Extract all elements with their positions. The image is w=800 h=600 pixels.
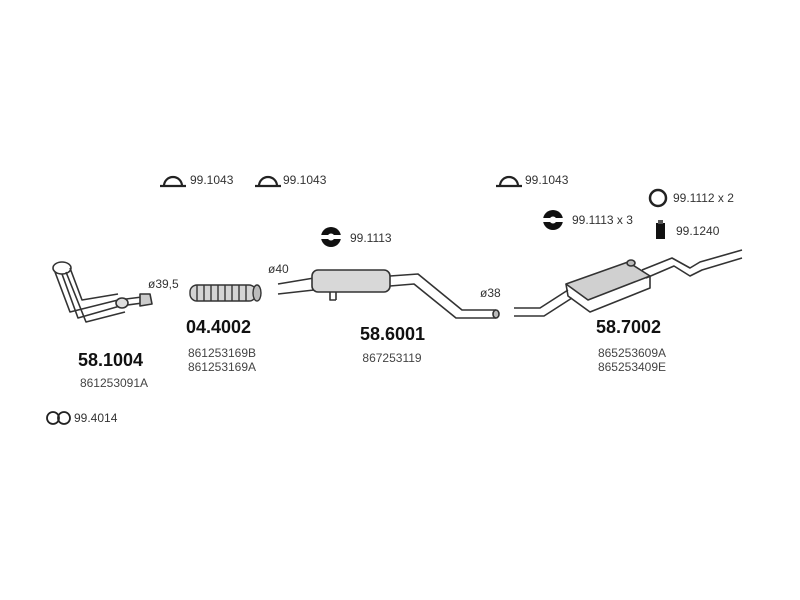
oem-refs-front-pipe: 861253091A (72, 376, 156, 390)
part-number-flex-pipe: 04.4002 (186, 317, 252, 337)
hanger-icon (542, 210, 564, 230)
oem-refs-middle-silencer: 867253119 (350, 351, 434, 365)
ring-icon (648, 188, 668, 208)
hanger-label: 99.1113 x 3 (572, 213, 633, 227)
hanger-icon (320, 227, 342, 247)
clamp-label: 99.1043 (283, 173, 327, 187)
rubber-mount-icon (656, 220, 665, 239)
gasket-label: 99.4014 (74, 411, 118, 425)
clamp-icon (255, 175, 281, 188)
oem-ref: 861253169A (187, 360, 257, 374)
part-number-rear-silencer: 58.7002 (596, 317, 662, 337)
front-pipe-drawing (52, 261, 153, 323)
oem-refs-rear-silencer: 865253609A 865253409E (590, 346, 674, 374)
oem-ref: 861253091A (79, 376, 149, 390)
oem-ref: 865253409E (597, 360, 667, 374)
oem-ref: 867253119 (362, 351, 422, 365)
flex-pipe-drawing (189, 284, 262, 302)
rubber-mount-label: 99.1240 (676, 224, 720, 238)
middle-silencer-drawing (277, 269, 500, 319)
part-number-middle-silencer: 58.6001 (360, 324, 426, 344)
diameter-label: ø38 (480, 286, 501, 300)
clamp-label: 99.1043 (190, 173, 234, 187)
gasket-icon (46, 411, 71, 425)
clamp-icon (160, 175, 186, 188)
diameter-label: ø40 (268, 262, 289, 276)
oem-ref: 865253609A (597, 346, 667, 360)
clamp-label: 99.1043 (525, 173, 569, 187)
hanger-label: 99.1113 (350, 231, 392, 245)
oem-ref: 861253169B (187, 346, 257, 360)
part-number-front-pipe: 58.1004 (78, 350, 144, 370)
ring-label: 99.1112 x 2 (673, 191, 734, 205)
oem-refs-flex-pipe: 861253169B 861253169A (180, 346, 264, 374)
clamp-icon (496, 175, 522, 188)
diameter-label: ø39,5 (148, 277, 179, 291)
rear-silencer-drawing (514, 249, 743, 317)
